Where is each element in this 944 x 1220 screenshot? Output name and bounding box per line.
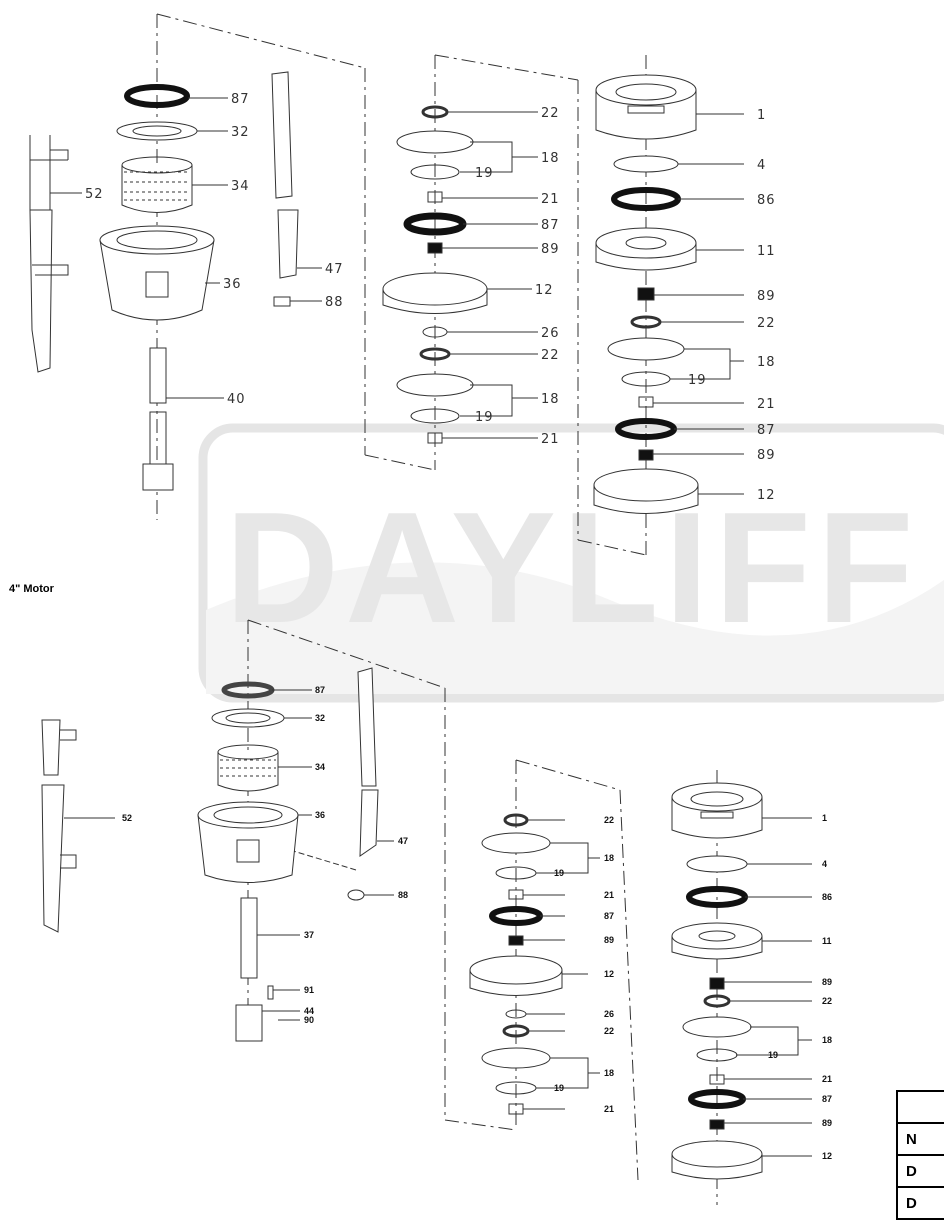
parts-table-fragment: N D D [896, 1090, 944, 1220]
table-cell: N [896, 1122, 944, 1156]
part-label: 21 [822, 1074, 832, 1084]
table-cell: D [896, 1186, 944, 1220]
part-label: 26 [541, 326, 560, 341]
part-label: 18 [822, 1035, 832, 1045]
part-label: 40 [227, 392, 246, 407]
motor-caption: 4" Motor [9, 583, 54, 595]
part-label: 90 [304, 1015, 314, 1025]
part-label: 36 [315, 810, 325, 820]
table-row [896, 1090, 944, 1124]
part-label: 21 [541, 192, 560, 207]
part-label: 22 [541, 106, 560, 121]
part-label: 4 [822, 859, 827, 869]
part-label: 22 [822, 996, 832, 1006]
part-label: 1 [757, 108, 766, 123]
part-label: 18 [604, 1068, 614, 1078]
part-label: 19 [554, 1083, 564, 1093]
table-row: N [896, 1122, 944, 1156]
lower-middle-assembly [444, 759, 639, 1181]
upper-middle-assembly [364, 54, 579, 540]
part-label: 87 [604, 911, 614, 921]
part-label: 19 [475, 410, 494, 425]
part-label: 87 [231, 92, 250, 107]
part-label: 52 [85, 187, 104, 202]
part-label: 18 [541, 151, 560, 166]
part-label: 22 [757, 316, 776, 331]
part-label: 21 [604, 1104, 614, 1114]
part-label: 12 [757, 488, 776, 503]
watermark-text: DAYLIFF [225, 480, 920, 656]
part-label: 26 [604, 1009, 614, 1019]
part-label: 4 [757, 158, 766, 173]
part-label: 18 [604, 853, 614, 863]
lower-left-assembly [41, 619, 446, 1120]
part-label: 86 [757, 193, 776, 208]
part-label: 37 [304, 930, 314, 940]
part-label: 32 [315, 713, 325, 723]
part-label: 89 [604, 935, 614, 945]
part-label: 22 [604, 1026, 614, 1036]
part-label: 12 [604, 969, 614, 979]
table-cell [896, 1090, 944, 1124]
part-label: 88 [398, 890, 408, 900]
lower-part-labels: 87 32 34 52 36 47 88 37 91 44 90 22 18 1… [122, 685, 832, 1161]
part-label: 32 [231, 125, 250, 140]
part-label: 89 [541, 242, 560, 257]
watermark-logo: DAYLIFF [198, 423, 944, 703]
part-label: 86 [822, 892, 832, 902]
part-label: 19 [475, 166, 494, 181]
upper-left-assembly [29, 13, 366, 520]
part-label: 87 [541, 218, 560, 233]
part-label: 87 [315, 685, 325, 695]
upper-part-labels: 87 32 34 52 36 47 88 40 22 18 19 21 87 8… [85, 92, 776, 503]
part-label: 21 [541, 432, 560, 447]
part-label: 21 [604, 890, 614, 900]
table-cell: D [896, 1154, 944, 1188]
part-label: 34 [315, 762, 325, 772]
part-label: 22 [604, 815, 614, 825]
part-label: 34 [231, 179, 250, 194]
part-label: 89 [757, 289, 776, 304]
part-label: 87 [822, 1094, 832, 1104]
part-label: 19 [554, 868, 564, 878]
part-label: 21 [757, 397, 776, 412]
table-row: D [896, 1186, 944, 1220]
part-label: 19 [768, 1050, 778, 1060]
part-label: 44 [304, 1006, 314, 1016]
part-label: 36 [223, 277, 242, 292]
part-label: 11 [822, 936, 832, 946]
part-label: 1 [822, 813, 827, 823]
part-label: 19 [688, 373, 707, 388]
lower-right-assembly [671, 770, 812, 1205]
part-label: 89 [822, 977, 832, 987]
part-label: 22 [541, 348, 560, 363]
part-label: 89 [822, 1118, 832, 1128]
part-label: 88 [325, 295, 344, 310]
table-row: D [896, 1154, 944, 1188]
part-label: 91 [304, 985, 314, 995]
part-label: 52 [122, 813, 132, 823]
part-label: 12 [822, 1151, 832, 1161]
part-label: 47 [398, 836, 408, 846]
part-label: 18 [541, 392, 560, 407]
part-label: 47 [325, 262, 344, 277]
part-label: 87 [757, 423, 776, 438]
part-label: 18 [757, 355, 776, 370]
part-label: 89 [757, 448, 776, 463]
upper-right-assembly [577, 55, 744, 560]
part-label: 12 [535, 283, 554, 298]
part-label: 11 [757, 244, 776, 259]
